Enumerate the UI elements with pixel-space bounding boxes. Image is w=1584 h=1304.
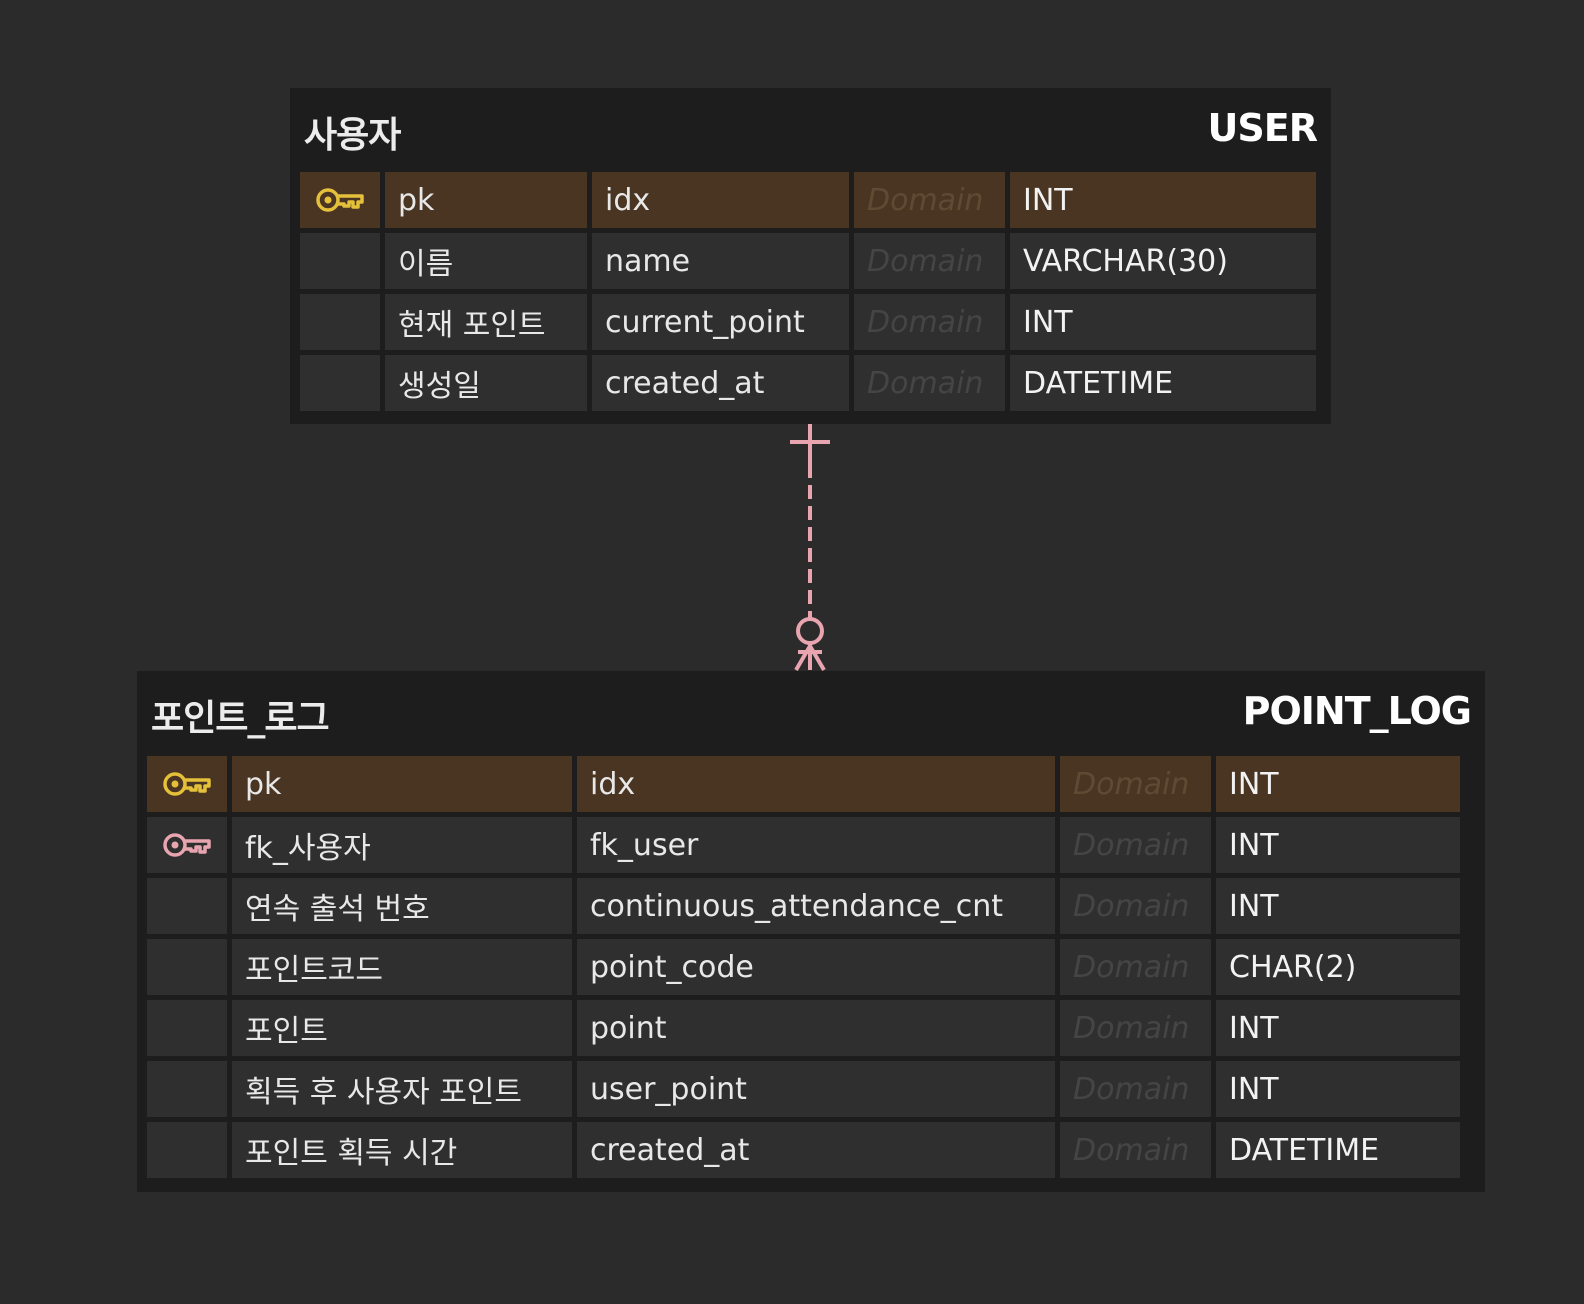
column-logical-name: 획득 후 사용자 포인트 (232, 1061, 572, 1117)
table-row[interactable]: 획득 후 사용자 포인트 user_point Domain INT (147, 1061, 1475, 1117)
column-type: CHAR(2) (1216, 939, 1460, 995)
column-domain: Domain (1060, 817, 1211, 873)
column-domain: Domain (854, 294, 1005, 350)
column-type: VARCHAR(30) (1010, 233, 1316, 289)
table-row[interactable]: 포인트 획득 시간 created_at Domain DATETIME (147, 1122, 1475, 1178)
table-row[interactable]: pk idx Domain INT (300, 172, 1321, 228)
column-type: INT (1216, 878, 1460, 934)
column-physical-name: point_code (577, 939, 1055, 995)
column-logical-name: pk (385, 172, 587, 228)
column-logical-name: 생성일 (385, 355, 587, 411)
table-row[interactable]: 포인트 point Domain INT (147, 1000, 1475, 1056)
pk-key-icon (300, 172, 380, 228)
column-logical-name: 포인트 (232, 1000, 572, 1056)
column-type: INT (1216, 817, 1460, 873)
column-domain: Domain (854, 172, 1005, 228)
table-row[interactable]: 이름 name Domain VARCHAR(30) (300, 233, 1321, 289)
key-cell (147, 1061, 227, 1117)
column-logical-name: fk_사용자 (232, 817, 572, 873)
table-header: 사용자 USER (300, 88, 1321, 172)
column-physical-name: current_point (592, 294, 849, 350)
table-row[interactable]: 현재 포인트 current_point Domain INT (300, 294, 1321, 350)
column-logical-name: 연속 출석 번호 (232, 878, 572, 934)
column-logical-name: pk (232, 756, 572, 812)
fk-key-icon (147, 817, 227, 873)
pk-key-icon (147, 756, 227, 812)
table-logical-name: 사용자 (304, 115, 401, 156)
column-physical-name: point (577, 1000, 1055, 1056)
column-type: INT (1216, 756, 1460, 812)
table-row[interactable]: 연속 출석 번호 continuous_attendance_cnt Domai… (147, 878, 1475, 934)
column-type: INT (1010, 172, 1316, 228)
table-row[interactable]: fk_사용자 fk_user Domain INT (147, 817, 1475, 873)
column-domain: Domain (854, 233, 1005, 289)
key-cell (147, 939, 227, 995)
column-domain: Domain (1060, 1000, 1211, 1056)
table-physical-name: USER (1207, 106, 1318, 150)
column-domain: Domain (1060, 1061, 1211, 1117)
relationship-line[interactable] (770, 424, 850, 674)
column-logical-name: 이름 (385, 233, 587, 289)
column-physical-name: user_point (577, 1061, 1055, 1117)
column-physical-name: idx (577, 756, 1055, 812)
column-type: DATETIME (1010, 355, 1316, 411)
column-logical-name: 현재 포인트 (385, 294, 587, 350)
column-type: DATETIME (1216, 1122, 1460, 1178)
column-physical-name: fk_user (577, 817, 1055, 873)
column-type: INT (1010, 294, 1316, 350)
column-physical-name: idx (592, 172, 849, 228)
column-physical-name: continuous_attendance_cnt (577, 878, 1055, 934)
column-type: INT (1216, 1000, 1460, 1056)
key-cell (300, 294, 380, 350)
column-logical-name: 포인트 획득 시간 (232, 1122, 572, 1178)
key-cell (147, 1000, 227, 1056)
column-physical-name: created_at (592, 355, 849, 411)
key-cell (147, 878, 227, 934)
table-row[interactable]: 생성일 created_at Domain DATETIME (300, 355, 1321, 411)
table-row[interactable]: 포인트코드 point_code Domain CHAR(2) (147, 939, 1475, 995)
relationship-crowfoot-left (794, 644, 812, 672)
table-user[interactable]: 사용자 USER pk idx Domain INT 이름 name Domai… (290, 88, 1331, 424)
column-logical-name: 포인트코드 (232, 939, 572, 995)
table-logical-name: 포인트_로그 (151, 698, 330, 739)
column-domain: Domain (1060, 878, 1211, 934)
key-cell (300, 355, 380, 411)
table-point-log[interactable]: 포인트_로그 POINT_LOG pk idx Domain INT fk_사용… (137, 671, 1485, 1192)
key-cell (300, 233, 380, 289)
column-domain: Domain (1060, 939, 1211, 995)
table-physical-name: POINT_LOG (1242, 689, 1472, 733)
relationship-zero-circle (796, 617, 824, 645)
column-domain: Domain (1060, 756, 1211, 812)
column-type: INT (1216, 1061, 1460, 1117)
key-cell (147, 1122, 227, 1178)
column-physical-name: created_at (577, 1122, 1055, 1178)
table-row[interactable]: pk idx Domain INT (147, 756, 1475, 812)
column-domain: Domain (854, 355, 1005, 411)
relationship-crowfoot-right (808, 644, 826, 672)
table-header: 포인트_로그 POINT_LOG (147, 671, 1475, 756)
column-physical-name: name (592, 233, 849, 289)
column-domain: Domain (1060, 1122, 1211, 1178)
